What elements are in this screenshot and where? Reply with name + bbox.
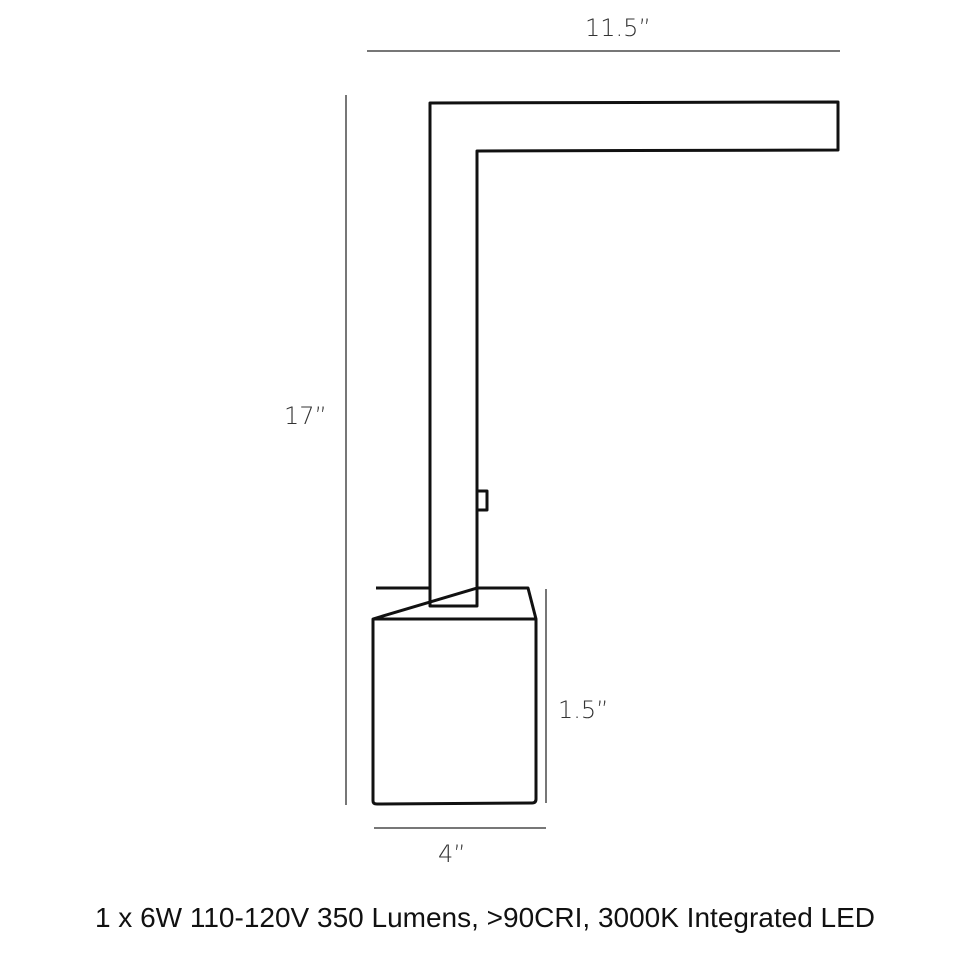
width-label: 11.5” (585, 14, 651, 42)
base-top-face (371, 586, 538, 621)
specification-caption: 1 x 6W 110-120V 350 Lumens, >90CRI, 3000… (94, 902, 876, 933)
lamp-arm-outline (428, 100, 840, 608)
base-body (371, 619, 538, 806)
switch (475, 489, 489, 512)
height-label: 17” (284, 402, 327, 430)
base-height-label: 1.5” (558, 696, 609, 724)
base-width-label: 4” (438, 840, 466, 868)
